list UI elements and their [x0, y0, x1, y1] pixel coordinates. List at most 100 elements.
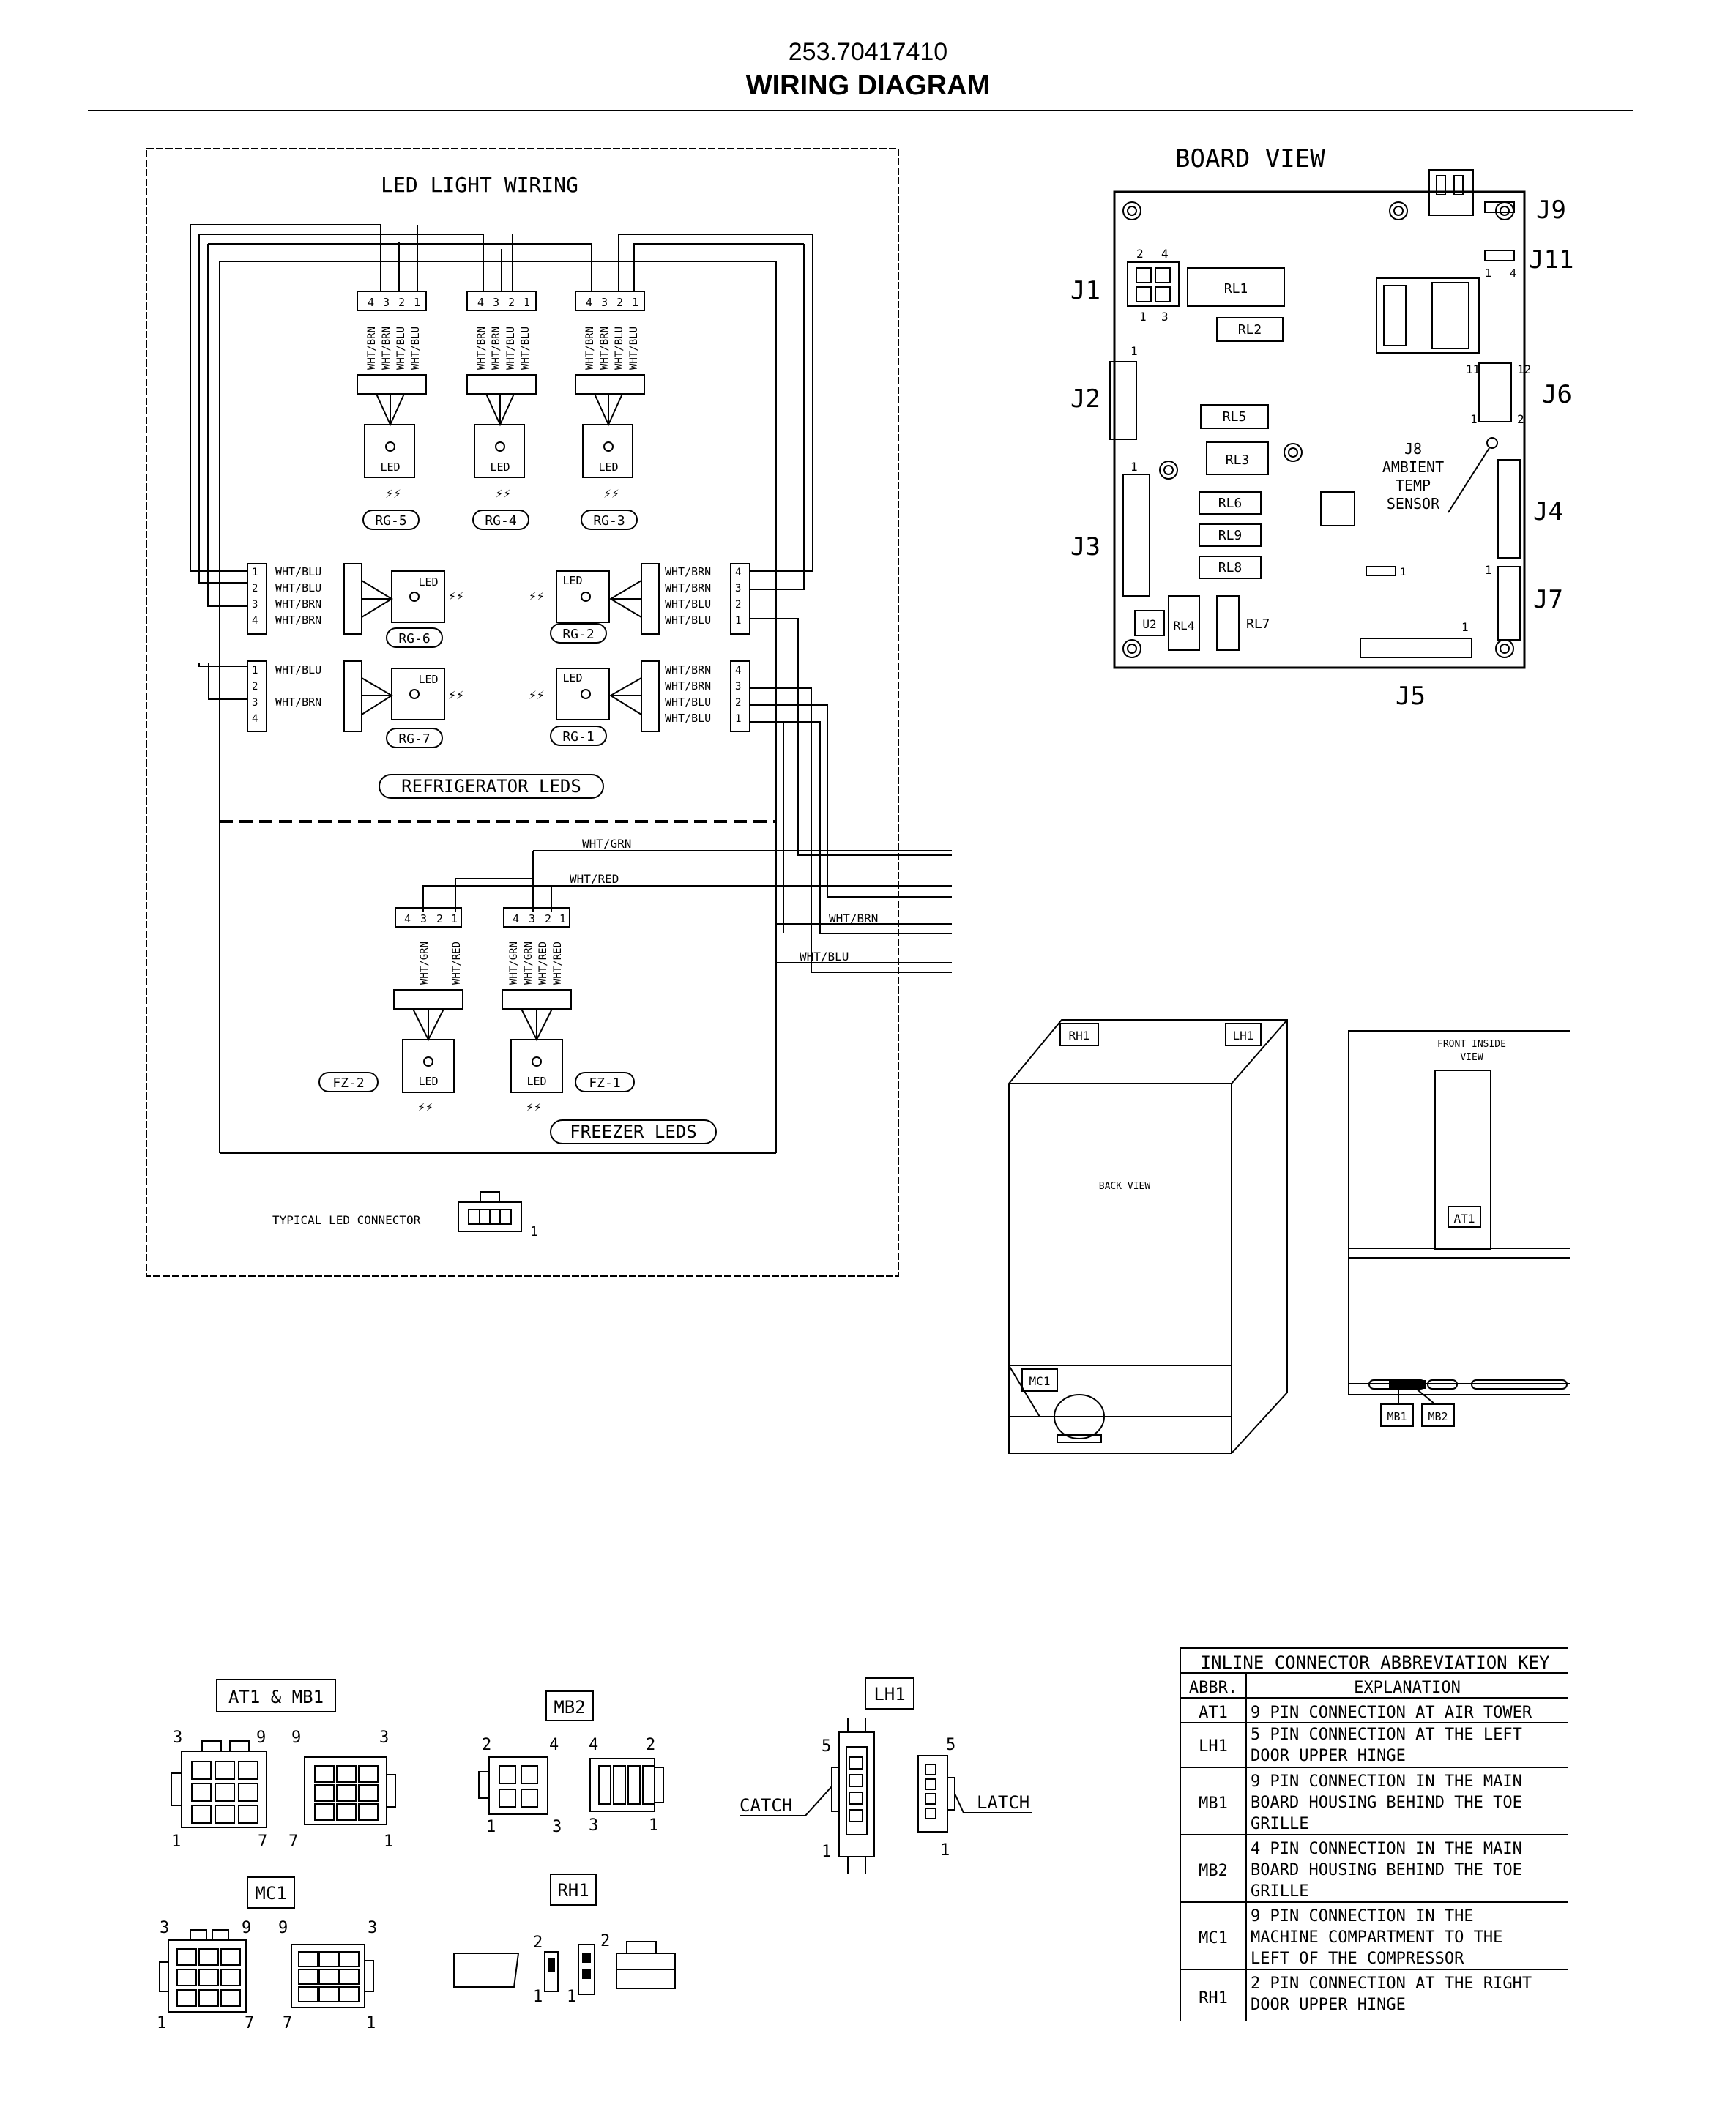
svg-text:1: 1	[524, 296, 530, 309]
led-icon	[582, 424, 633, 478]
svg-text:WHT/BRN: WHT/BRN	[275, 614, 321, 627]
svg-text:4: 4	[549, 1736, 559, 1754]
svg-text:4: 4	[735, 665, 741, 676]
svg-text:4: 4	[368, 296, 374, 309]
key-col-explanation: EXPLANATION	[1354, 1679, 1461, 1697]
at1-location: AT1	[1454, 1212, 1475, 1226]
svg-text:DOOR UPPER HINGE: DOOR UPPER HINGE	[1251, 1747, 1406, 1765]
back-view-label: BACK VIEW	[1099, 1181, 1151, 1192]
svg-text:2: 2	[600, 1932, 610, 1950]
svg-text:1: 1	[735, 713, 741, 725]
key-row-mc1-abbr: MC1	[1199, 1929, 1228, 1947]
rg-4-label: RG-4	[485, 513, 516, 529]
svg-text:WHT/BRN: WHT/BRN	[665, 663, 711, 676]
mc1-female-connector	[159, 1929, 247, 2013]
svg-text:2: 2	[436, 912, 443, 925]
u2-chip	[1134, 610, 1165, 636]
led-icon	[391, 668, 445, 720]
svg-text:3: 3	[493, 296, 499, 309]
light-rays-icon: ⚡⚡	[526, 1100, 542, 1115]
svg-text:WHT/BRN: WHT/BRN	[275, 597, 321, 611]
j6-label: J6	[1542, 380, 1572, 409]
relay-rl2	[1216, 317, 1284, 342]
j1-label: J1	[1070, 276, 1100, 305]
mb1-location: MB1	[1387, 1410, 1407, 1423]
svg-text:1: 1	[252, 567, 258, 578]
microcontroller	[1320, 491, 1355, 526]
key-row-rh1-abbr: RH1	[1199, 1989, 1228, 2008]
relay-rl3	[1206, 441, 1269, 475]
wire-label-wht-brn: WHT/BRN	[829, 912, 878, 925]
svg-text:WHT/BLU: WHT/BLU	[410, 327, 422, 370]
svg-text:1: 1	[533, 1988, 543, 2006]
connector-4-pin	[357, 291, 427, 311]
key-row-mb1-abbr: MB1	[1199, 1794, 1228, 1813]
svg-text:RL8: RL8	[1218, 560, 1243, 575]
fz-1-label: FZ-1	[589, 1075, 620, 1091]
board-view: BOARD VIEW J9 J11 1 4 J1 2 4 1 3 RL1 RL2…	[1070, 144, 1573, 711]
svg-text:3: 3	[379, 1729, 389, 1747]
led-icon	[510, 1039, 563, 1093]
svg-text:1: 1	[1485, 266, 1491, 280]
svg-text:U2: U2	[1142, 617, 1156, 631]
svg-text:3: 3	[420, 912, 427, 925]
svg-text:WHT/BLU: WHT/BLU	[665, 614, 711, 627]
mc1-title: MC1	[255, 1883, 286, 1904]
led-module-rg-3: 4 3 2 1 WHT/BRN WHT/BRN WHT/BLU WHT/BLU …	[575, 291, 645, 530]
mb2-male-connector	[589, 1758, 664, 1812]
svg-text:WHT/BLU: WHT/BLU	[395, 327, 407, 370]
lh1-catch-connector	[831, 1718, 875, 1874]
relay-rl4	[1168, 595, 1200, 651]
j5-label: J5	[1396, 682, 1426, 711]
lh1-title: LH1	[873, 1684, 905, 1704]
svg-text:3: 3	[735, 681, 741, 693]
svg-text:RL5: RL5	[1223, 409, 1247, 425]
svg-text:LED: LED	[562, 574, 582, 587]
wire-label-wht-grn: WHT/GRN	[582, 837, 631, 851]
svg-text:GRILLE: GRILLE	[1251, 1815, 1308, 1833]
board-view-title: BOARD VIEW	[1175, 144, 1325, 174]
light-rays-icon: ⚡⚡	[529, 687, 545, 703]
rh1-title: RH1	[557, 1880, 589, 1901]
at1-mb1-title: AT1 & MB1	[228, 1687, 324, 1707]
svg-text:1: 1	[1139, 310, 1147, 324]
svg-text:3: 3	[529, 912, 535, 925]
svg-text:4: 4	[1510, 266, 1516, 280]
led-module-rg-5: 4 3 2 1 WHT/BRN WHT/BRN WHT/BLU WHT/BLU …	[357, 291, 427, 530]
svg-text:RL2: RL2	[1238, 322, 1262, 338]
key-row-lh1-abbr: LH1	[1199, 1737, 1228, 1756]
svg-text:1: 1	[451, 912, 458, 925]
led-icon	[474, 424, 525, 478]
svg-text:LED: LED	[562, 671, 582, 685]
svg-text:9: 9	[278, 1919, 288, 1937]
fz-2-label: FZ-2	[332, 1075, 364, 1091]
svg-text:9: 9	[256, 1729, 266, 1747]
air-tower	[1434, 1070, 1491, 1250]
svg-text:WHT/BRN: WHT/BRN	[366, 327, 378, 370]
svg-text:RL6: RL6	[1218, 496, 1243, 511]
wire-label-wht-blu: WHT/BLU	[800, 950, 849, 963]
svg-text:4: 4	[586, 296, 592, 309]
rg-7-label: RG-7	[398, 731, 430, 747]
j5-connector	[1360, 638, 1472, 658]
led-icon	[391, 570, 445, 623]
svg-text:LED: LED	[490, 461, 510, 474]
j3-connector	[1122, 474, 1150, 597]
svg-text:1: 1	[822, 1843, 831, 1861]
transformer	[1376, 277, 1480, 354]
svg-text:RL7: RL7	[1246, 616, 1270, 632]
relay-rl5	[1200, 404, 1269, 429]
svg-text:4: 4	[404, 912, 411, 925]
svg-text:9 PIN CONNECTION AT AIR TOWER: 9 PIN CONNECTION AT AIR TOWER	[1251, 1704, 1532, 1722]
j4-label: J4	[1533, 497, 1563, 526]
j7-connector	[1497, 566, 1521, 641]
front-inside-view: FRONT INSIDE VIEW AT1 MB1 MB2	[1348, 1030, 1570, 1427]
svg-text:5 PIN CONNECTION AT THE LEFT: 5 PIN CONNECTION AT THE LEFT	[1251, 1726, 1522, 1744]
svg-text:9 PIN CONNECTION IN THE MAIN: 9 PIN CONNECTION IN THE MAIN	[1251, 1772, 1522, 1791]
j4-connector	[1497, 459, 1521, 559]
svg-text:3: 3	[252, 697, 258, 709]
svg-text:WHT/BLU: WHT/BLU	[628, 327, 640, 370]
svg-text:3: 3	[252, 599, 258, 611]
key-table-title: INLINE CONNECTOR ABBREVIATION KEY	[1201, 1652, 1550, 1673]
